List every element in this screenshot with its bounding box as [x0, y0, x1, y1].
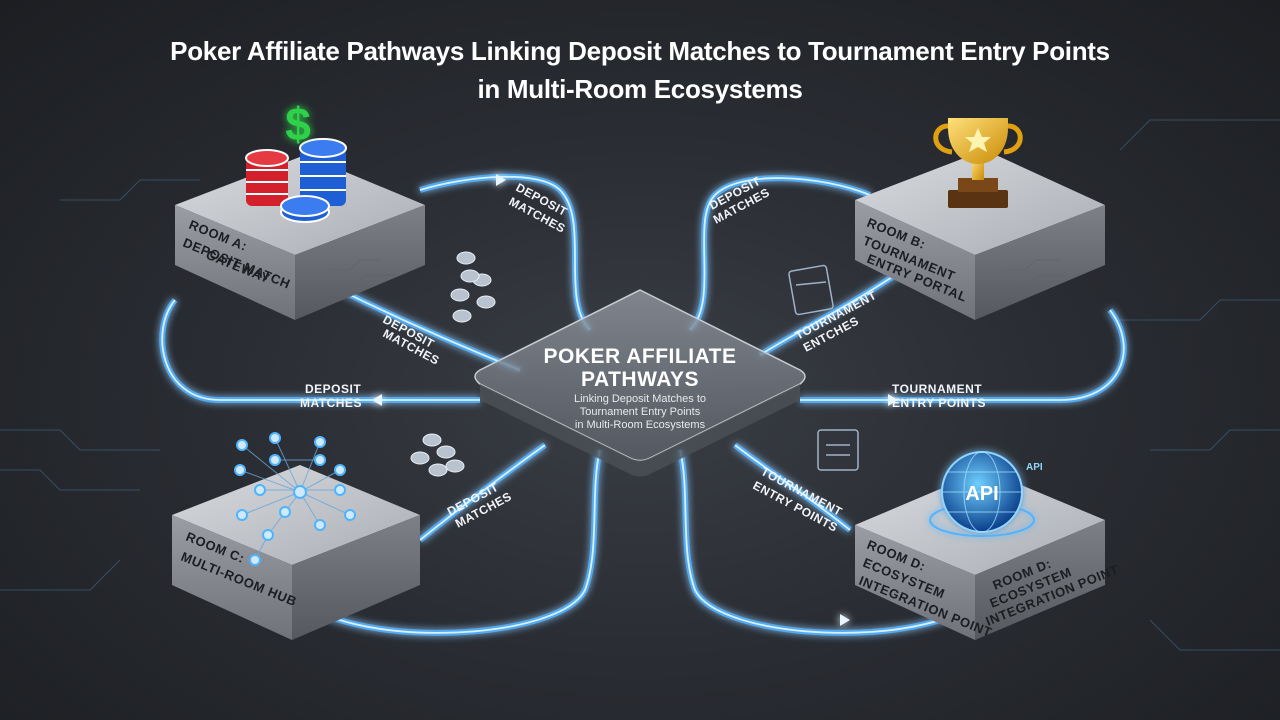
- hub-title-line-1: POKER AFFILIATE: [544, 345, 737, 368]
- page-title-line-1: Poker Affiliate Pathways Linking Deposit…: [170, 36, 1110, 66]
- chip-stack-blue: [299, 138, 347, 206]
- path-label-left-2: MATCHES: [300, 396, 362, 410]
- page-title: Poker Affiliate Pathways Linking Deposit…: [0, 32, 1280, 108]
- dollar-sign: $: [285, 98, 311, 150]
- api-globe-icon: API API: [929, 451, 1043, 537]
- hub-subtitle-line-2: Tournament Entry Points: [580, 406, 701, 418]
- poker-chips-dollar-icon: $: [245, 98, 347, 223]
- card-icon-lower: [817, 429, 859, 471]
- hub-subtitle-line-3: in Multi-Room Ecosystems: [575, 419, 706, 431]
- api-small-label: API: [1026, 462, 1043, 473]
- hub-title-line-2: PATHWAYS: [581, 368, 699, 391]
- card-icon-upper: [788, 264, 834, 316]
- page-title-line-2: in Multi-Room Ecosystems: [477, 74, 803, 104]
- arrowheads: [372, 174, 898, 626]
- path-label-right-1: TOURNAMENT: [892, 382, 982, 396]
- trophy-icon: [933, 118, 1023, 208]
- path-label-left-1: DEPOSIT: [305, 382, 361, 396]
- path-label-right-2: ENTRY POINTS: [892, 396, 986, 410]
- floating-coins-upper: [450, 251, 496, 323]
- floating-coins-lower: [410, 433, 465, 477]
- circuit-traces: [0, 119, 1280, 651]
- api-globe-label: API: [965, 483, 998, 505]
- network-nodes-icon: [234, 432, 356, 566]
- chip-flat-blue: [280, 195, 330, 223]
- central-hub: POKER AFFILIATE PATHWAYS Linking Deposit…: [474, 289, 806, 477]
- chip-stack-red: [245, 149, 289, 206]
- hub-subtitle-line-1: Linking Deposit Matches to: [574, 393, 706, 405]
